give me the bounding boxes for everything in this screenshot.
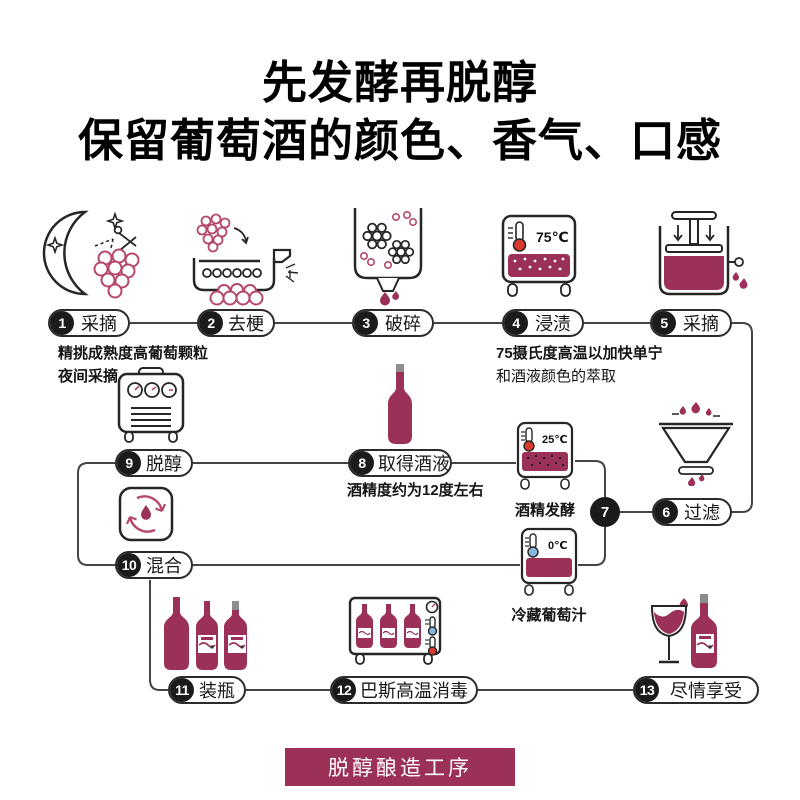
step-12-label: 巴斯高温消毒 <box>360 681 468 701</box>
step-10-mix: 10 混合 <box>115 551 193 579</box>
process-banner-label: 脱醇酿造工序 <box>328 757 472 780</box>
step-8-number: 8 <box>350 451 374 475</box>
filter-funnel-icon <box>659 402 733 486</box>
fermentation-temp: 25℃ <box>542 434 568 446</box>
step-2-label: 去梗 <box>228 314 264 334</box>
page-title: 先发酵再脱醇 保留葡萄酒的颜色、香气、口感 <box>0 54 800 170</box>
step-12-number: 12 <box>332 678 356 702</box>
maceration-annotation: 75摄氏度高温以加快单宁 和酒液颜色的萃取 <box>496 342 663 388</box>
wine-bottle-icon <box>388 364 412 444</box>
step-3-label: 破碎 <box>385 314 421 334</box>
step-11-label: 装瓶 <box>199 681 235 701</box>
cold-tank-label: 冷藏葡萄汁 <box>511 607 587 624</box>
step-7-node: 7 <box>590 497 620 527</box>
step-13-number: 13 <box>635 678 659 702</box>
harvest-annotation-line1: 精挑成熟度高葡萄颗粒 <box>58 345 209 362</box>
cold-temp: 0℃ <box>548 540 567 552</box>
step-13-enjoy: 13 尽情享受 <box>633 676 759 704</box>
title-line1: 先发酵再脱醇 <box>261 57 538 108</box>
step-3-crush: 3 破碎 <box>352 309 434 337</box>
cold-tank-icon: 0℃ <box>520 527 578 596</box>
step-7-number: 7 <box>600 503 610 521</box>
step-9-number: 9 <box>117 451 141 475</box>
step-4-macerate: 4 浸渍 <box>502 309 584 337</box>
step-9-label: 脱醇 <box>146 454 182 474</box>
destemmer-icon <box>192 213 299 306</box>
pasteurizer-icon <box>348 596 442 665</box>
crusher-icon <box>353 208 423 306</box>
step-9-dealcoholize: 9 脱醇 <box>115 449 193 477</box>
step-1-harvest: 1 采摘 <box>48 309 130 337</box>
maceration-temp: 75℃ <box>536 229 569 245</box>
step-8-label: 取得酒液 <box>378 454 450 474</box>
maceration-annotation-line1: 75摄氏度高温以加快单宁 <box>496 345 663 362</box>
step-2-number: 2 <box>199 311 223 335</box>
step-1-label: 采摘 <box>81 314 117 334</box>
step-2-destem: 2 去梗 <box>197 309 275 337</box>
enjoy-icon <box>650 594 717 668</box>
maceration-tank-icon: 75℃ <box>501 214 577 297</box>
step-6-number: 6 <box>654 500 678 524</box>
step-3-number: 3 <box>354 311 378 335</box>
maceration-annotation-line2: 和酒液颜色的萃取 <box>496 368 617 385</box>
bottles-icon <box>164 597 247 670</box>
step-11-bottle: 11 装瓶 <box>168 676 246 704</box>
step-4-number: 4 <box>504 311 528 335</box>
step-5-label: 采摘 <box>683 314 719 334</box>
step-5-press: 5 采摘 <box>650 309 732 337</box>
step-11-number: 11 <box>170 678 194 702</box>
harvest-annotation-line2: 夜间采摘 <box>58 368 119 385</box>
step-6-label: 过滤 <box>684 503 720 523</box>
step-5-number: 5 <box>652 311 676 335</box>
fermentation-tank-label: 酒精发酵 <box>514 502 575 519</box>
step-10-number: 10 <box>117 553 141 577</box>
process-banner: 脱醇酿造工序 <box>285 748 515 786</box>
step-1-number: 1 <box>50 311 74 335</box>
harvest-annotation: 精挑成熟度高葡萄颗粒 夜间采摘 <box>58 342 208 388</box>
night-harvest-icon <box>42 210 140 299</box>
step-8-obtain-wine: 8 取得酒液 <box>348 449 452 477</box>
step-12-pasteurize: 12 巴斯高温消毒 <box>330 676 478 704</box>
alcohol-level-annotation: 酒精度约为12度左右 <box>347 482 484 499</box>
step-6-filter: 6 过滤 <box>652 498 732 526</box>
dealcohol-machine-icon <box>117 367 185 443</box>
mixing-icon <box>118 486 174 542</box>
step-4-label: 浸渍 <box>535 314 571 334</box>
title-line2: 保留葡萄酒的颜色、香气、口感 <box>77 115 722 166</box>
step-10-label: 混合 <box>146 556 182 576</box>
press-icon <box>658 211 748 296</box>
step-13-label: 尽情享受 <box>670 681 742 701</box>
fermentation-tank-icon: 25℃ <box>516 421 574 490</box>
